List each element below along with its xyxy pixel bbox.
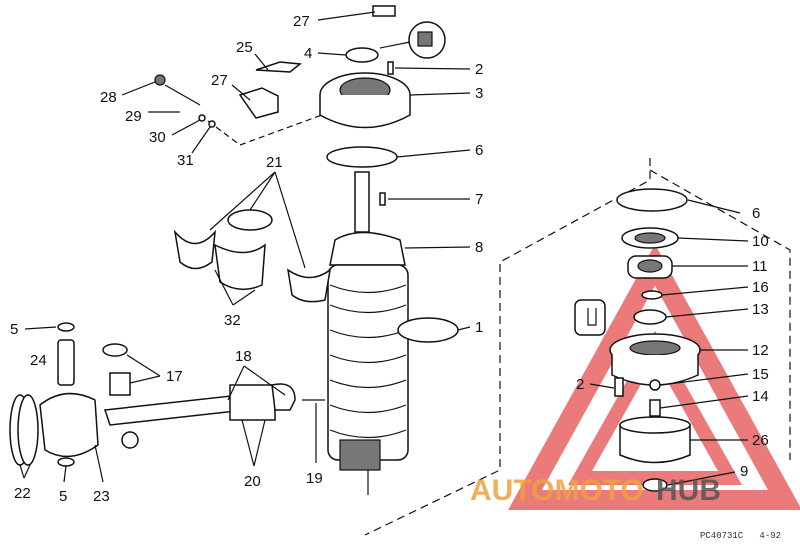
part-label: 31	[177, 152, 194, 169]
main-bearings	[173, 209, 332, 303]
part-label: 6	[752, 205, 760, 222]
part-label: 19	[306, 470, 323, 487]
part-label: 28	[100, 89, 117, 106]
watermark	[508, 244, 800, 510]
upper-bearing-housing	[154, 5, 446, 129]
part-label: 12	[752, 342, 769, 359]
watermark-text: AUTOMOTO HUB	[470, 474, 721, 507]
lower-bearing-stack	[574, 188, 701, 492]
part-label: 16	[752, 279, 769, 296]
part-label: 14	[752, 388, 769, 405]
drawing-code: PC40731C 4-92	[700, 531, 781, 541]
part-label: 7	[475, 191, 483, 208]
leader-lines	[19, 11, 749, 486]
part-label: 20	[244, 473, 261, 490]
part-label: 18	[235, 348, 252, 365]
part-label: 9	[740, 463, 748, 480]
part-label: 5	[59, 488, 67, 505]
part-label: 32	[224, 312, 241, 329]
part-label: 23	[93, 488, 110, 505]
part-label: 10	[752, 233, 769, 250]
part-label: 8	[475, 239, 483, 256]
part-label: 2	[475, 61, 483, 78]
part-label: 5	[10, 321, 18, 338]
part-label: 24	[30, 352, 47, 369]
watermark-text-b: HUB	[656, 474, 721, 507]
seal-ring	[397, 317, 459, 343]
crankshaft	[327, 171, 409, 495]
part-label: 27	[211, 72, 228, 89]
part-label: 13	[752, 301, 769, 318]
part-label: 27	[293, 13, 310, 30]
piston-assembly	[9, 322, 325, 467]
part-label: 17	[166, 368, 183, 385]
part-label: 21	[266, 154, 283, 171]
part-label: 3	[475, 85, 483, 102]
part-label: 22	[14, 485, 31, 502]
part-label: 26	[752, 432, 769, 449]
part-label: 4	[304, 45, 312, 62]
part-label: 6	[475, 142, 483, 159]
part-label: 30	[149, 129, 166, 146]
part-label: 15	[752, 366, 769, 383]
watermark-text-a: AUTOMOTO	[470, 474, 644, 507]
part-label: 29	[125, 108, 142, 125]
part-labels: 27 25 4 2 28 27 3 29 30 31 6 21 7 8 6 10…	[10, 13, 769, 505]
part-label: 11	[752, 258, 768, 275]
part-label: 1	[475, 319, 483, 336]
o-ring	[326, 146, 398, 168]
part-label: 2	[576, 376, 584, 393]
part-label: 25	[236, 39, 253, 56]
dashed-outline	[199, 111, 791, 536]
